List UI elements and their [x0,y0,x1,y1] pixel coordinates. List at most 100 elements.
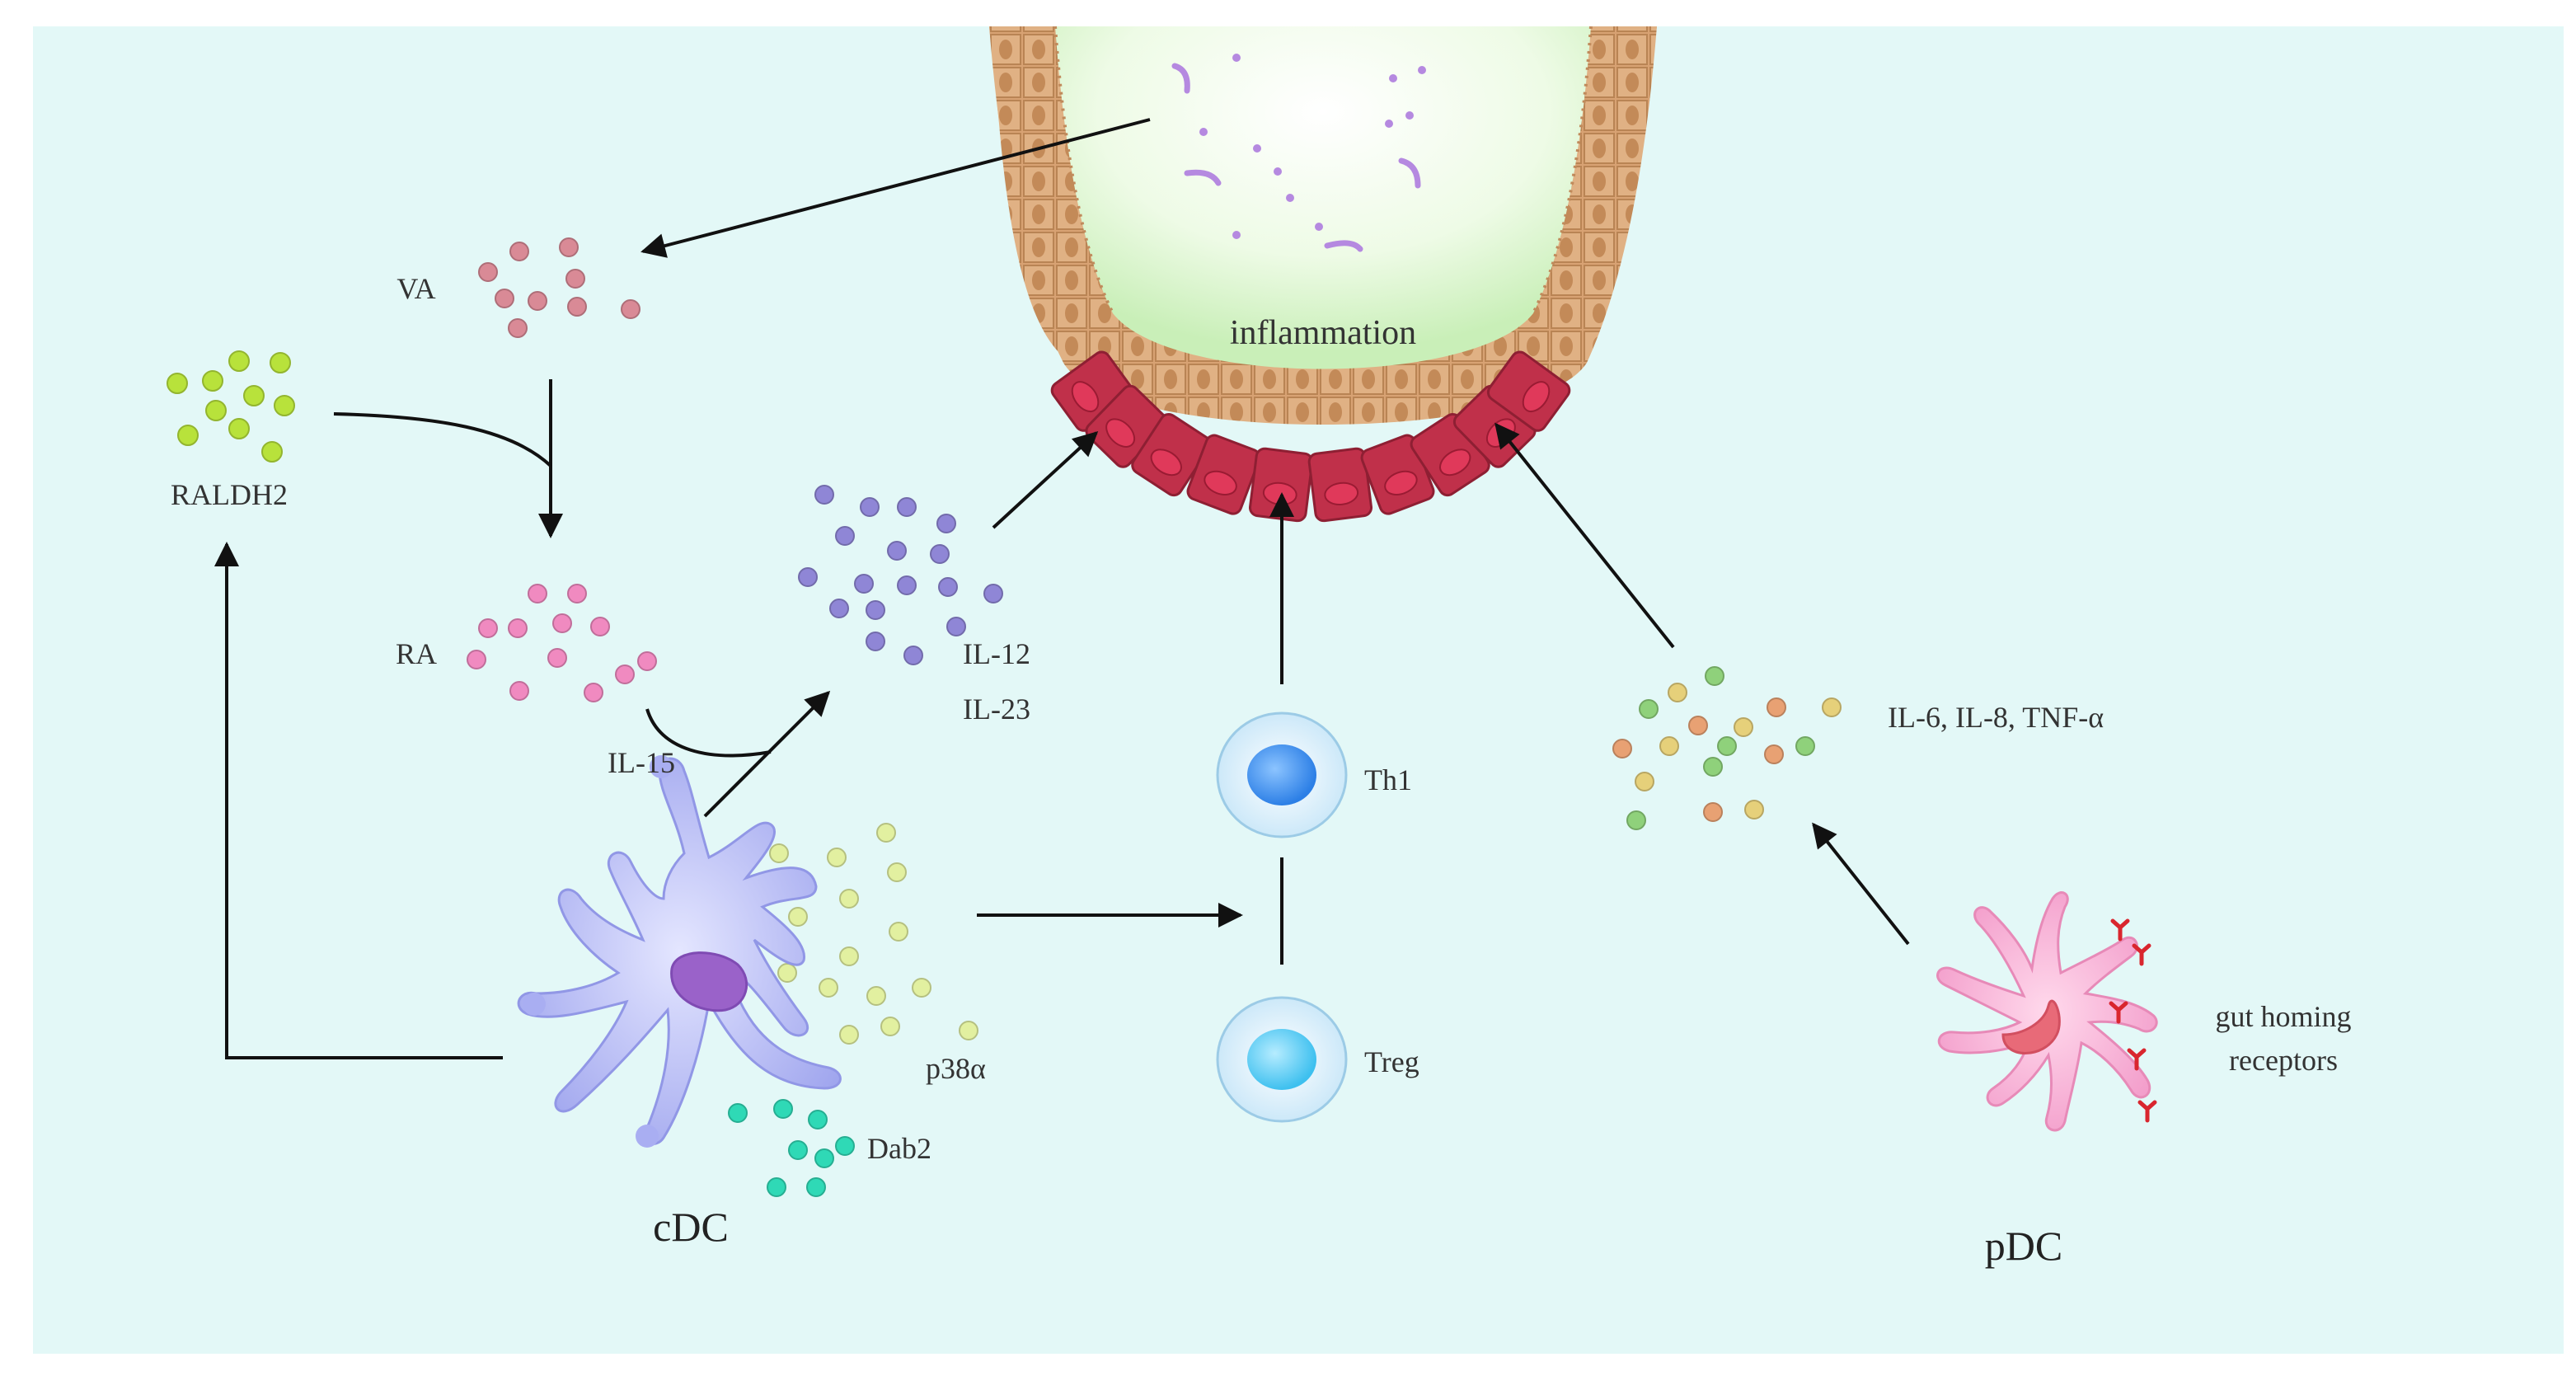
cdc-dendrite-tip [523,993,546,1016]
p38-molecule [819,979,838,997]
cytokine-molecule [1704,803,1722,821]
raldh2-molecule [178,425,198,445]
bacterium-coccus [1253,144,1261,153]
il12-il23-molecule [947,618,965,636]
cytokine-molecule [1668,683,1687,702]
ra-molecule [479,619,497,637]
dab2-molecule [807,1178,825,1196]
bacterium-coccus [1405,111,1414,120]
cdc-dendrite-tip [636,1125,659,1148]
p38-label: p38α [926,1052,986,1085]
th1-label: Th1 [1364,763,1412,796]
gut-homing-label-line2: receptors [2229,1044,2338,1077]
va-molecule [528,292,547,310]
il12-il23-molecule [836,527,854,545]
cytokines-label: IL-6, IL-8, TNF-α [1888,701,2104,734]
p38-molecule [778,964,796,982]
bacterium-coccus [1315,223,1323,231]
p38-molecule [960,1021,978,1040]
il12-il23-molecule [898,576,916,594]
raldh2-molecule [262,442,282,462]
treg-label: Treg [1364,1045,1419,1078]
dab2-molecule [774,1100,792,1118]
pdc-label: pDC [1985,1223,2062,1269]
p38-molecule [867,987,885,1005]
il12-label: IL-12 [963,637,1030,670]
ra-molecule [553,614,571,632]
cytokine-molecule [1718,737,1736,755]
bacterium-coccus [1274,167,1282,176]
il23-label: IL-23 [963,693,1030,726]
p38-molecule [913,979,931,997]
raldh2-molecule [270,353,290,373]
va-molecule [560,238,578,256]
il12-il23-molecule [815,486,833,504]
raldh2-molecule [203,371,223,391]
raldh2-molecule [244,386,264,406]
il12-il23-molecule [904,646,922,665]
il12-il23-molecule [855,575,873,593]
th1-nucleus [1247,744,1316,805]
cytokine-molecule [1706,667,1724,685]
il12-il23-molecule [984,585,1002,603]
p38-molecule [888,863,906,881]
ra-molecule [510,682,528,700]
cytokine-molecule [1823,698,1841,716]
il12-il23-molecule [937,514,955,533]
dab2-label: Dab2 [867,1132,931,1165]
il12-il23-molecule [866,601,884,619]
il12-il23-molecule [898,498,916,516]
ra-molecule [568,585,586,603]
p38-molecule [770,844,788,862]
cytokine-molecule [1635,773,1654,791]
va-molecule [495,289,514,308]
va-molecule [479,263,497,281]
ra-molecule [591,618,609,636]
il15-label: IL-15 [608,746,675,779]
p38-molecule [889,923,908,941]
raldh2-molecule [167,373,187,393]
ra-label: RA [396,637,437,670]
bacterium-coccus [1199,128,1208,136]
va-molecule [566,270,584,288]
cytokine-molecule [1767,698,1785,716]
cytokine-molecule [1745,801,1763,819]
cytokine-molecule [1627,811,1645,829]
treg-nucleus [1247,1029,1316,1090]
va-molecule [568,298,586,316]
p38-molecule [877,824,895,842]
bacterium-coccus [1286,194,1294,202]
p38-molecule [789,908,807,926]
il12-il23-molecule [799,568,817,586]
ra-molecule [509,619,527,637]
p38-molecule [840,1026,858,1044]
va-molecule [509,319,527,337]
p38-molecule [840,890,858,908]
gut-homing-label-line1: gut homing [2215,1000,2351,1033]
dab2-molecule [789,1141,807,1159]
dab2-molecule [836,1137,854,1155]
raldh2-molecule [206,401,226,420]
cytokine-molecule [1704,758,1722,776]
cytokine-molecule [1765,745,1783,763]
th1-cell [1218,713,1346,837]
va-label: VA [396,272,435,305]
bacterium-coccus [1385,120,1393,128]
raldh2-label: RALDH2 [171,478,288,511]
cytokine-molecule [1734,718,1753,736]
raldh2-molecule [229,351,249,371]
dab2-molecule [815,1149,833,1167]
il12-il23-molecule [830,599,848,618]
bacterium-coccus [1232,231,1241,239]
p38-molecule [840,947,858,965]
cytokine-molecule [1613,740,1631,758]
bacterium-coccus [1232,54,1241,62]
bacterium-coccus [1418,66,1426,74]
cdc-label: cDC [653,1204,729,1250]
il12-il23-molecule [931,545,949,563]
ra-molecule [584,683,603,702]
cytokine-molecule [1640,700,1658,718]
dab2-molecule [767,1178,786,1196]
raldh2-molecule [229,419,249,439]
